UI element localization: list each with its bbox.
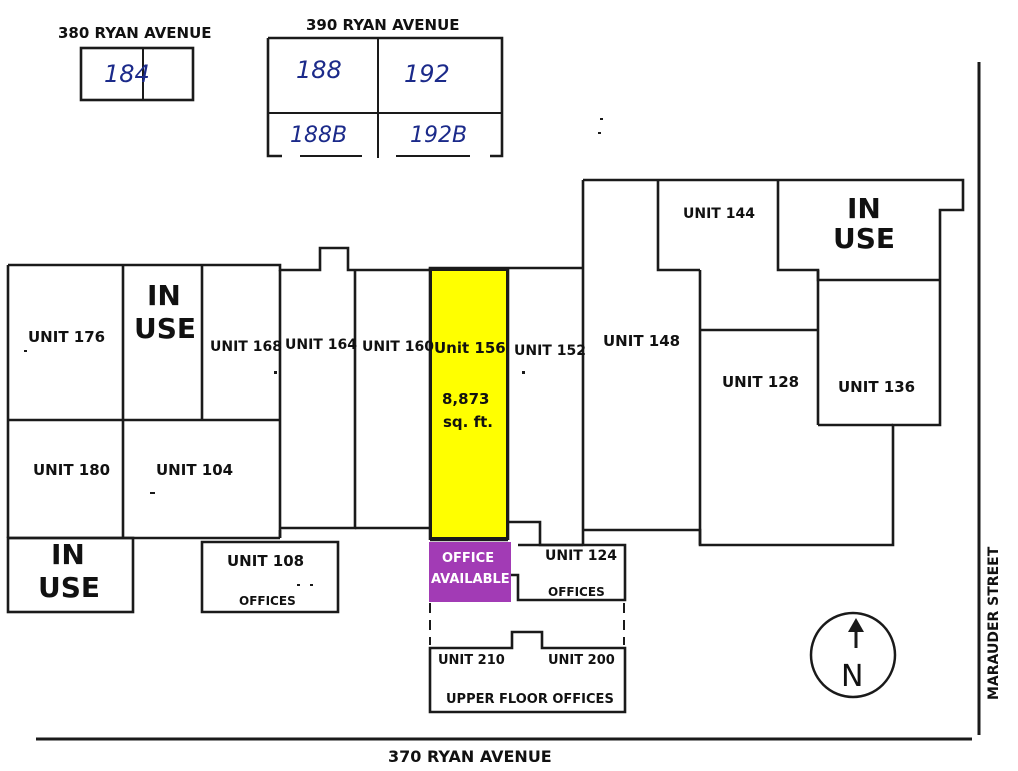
- street-label-marauder: MARAUDER STREET: [986, 546, 1002, 700]
- unit-180-label: UNIT 180: [33, 461, 110, 479]
- unit-124-label: UNIT 124: [545, 548, 617, 564]
- unit-108-label: UNIT 108: [227, 552, 304, 570]
- unit-148-label: UNIT 148: [603, 332, 680, 350]
- in-use-label-3b: USE: [38, 571, 100, 604]
- unit-188b-label: 188B: [290, 123, 347, 148]
- unit-156-highlight[interactable]: [430, 269, 508, 539]
- office-available-label-1: OFFICE: [442, 551, 494, 566]
- in-use-label-1a: IN: [147, 279, 181, 312]
- unit-176-label: UNIT 176: [28, 328, 105, 346]
- unit-188-label: 188: [296, 56, 342, 84]
- in-use-label-3a: IN: [51, 538, 85, 571]
- building-380-ryan: [79, 46, 195, 102]
- unit-164-label: UNIT 164: [285, 337, 357, 353]
- scan-specks: [24, 118, 603, 586]
- north-compass-icon: [809, 611, 897, 699]
- in-use-label-1b: USE: [134, 312, 196, 345]
- unit-124-offices: OFFICES: [548, 585, 605, 599]
- unit-168-label: UNIT 168: [210, 339, 282, 355]
- compass-north-label: N: [841, 659, 863, 694]
- unit-156-area-unit: sq. ft.: [443, 413, 493, 431]
- unit-136-label: UNIT 136: [838, 378, 915, 396]
- in-use-label-2a: IN: [847, 192, 881, 225]
- unit-192b-label: 192B: [410, 123, 467, 148]
- street-label-380-ryan: 380 RYAN AVENUE: [58, 24, 212, 42]
- in-use-label-2b: USE: [833, 222, 895, 255]
- unit-104-label: UNIT 104: [156, 461, 233, 479]
- unit-152-label: UNIT 152: [514, 343, 586, 359]
- street-label-390-ryan: 390 RYAN AVENUE: [306, 16, 460, 34]
- building-390-ryan: [266, 36, 504, 158]
- unit-156-label: Unit 156: [434, 339, 506, 357]
- unit-144-label: UNIT 144: [683, 206, 755, 222]
- street-label-370-ryan: 370 RYAN AVENUE: [388, 747, 552, 766]
- unit-108-offices: OFFICES: [239, 594, 296, 608]
- unit-184-label: 184: [104, 60, 150, 88]
- unit-192-label: 192: [404, 60, 450, 88]
- unit-128-label: UNIT 128: [722, 373, 799, 391]
- office-available-highlight[interactable]: [429, 542, 511, 602]
- office-available-label-2: AVAILABLE: [431, 572, 510, 587]
- unit-156-area: 8,873: [442, 390, 489, 408]
- upper-floor-offices-label: UPPER FLOOR OFFICES: [446, 692, 614, 707]
- unit-200-label: UNIT 200: [548, 653, 615, 668]
- unit-160-label: UNIT 160: [362, 339, 434, 355]
- unit-210-label: UNIT 210: [438, 653, 505, 668]
